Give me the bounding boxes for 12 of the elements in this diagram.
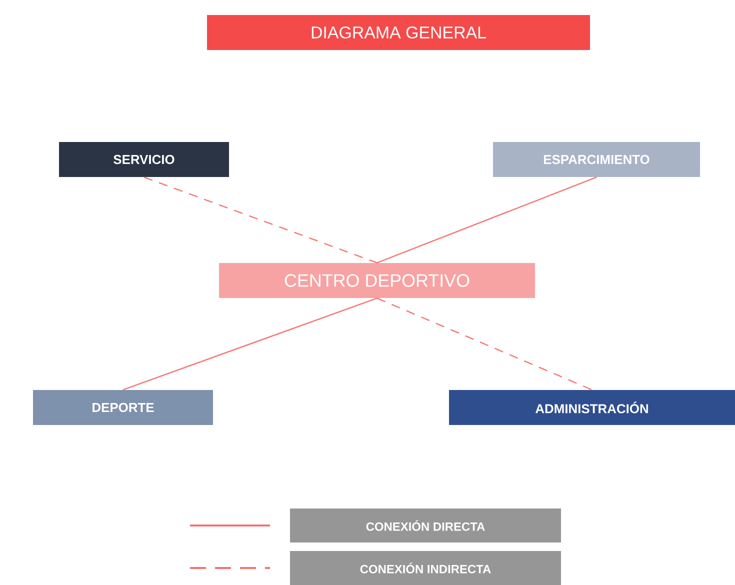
legend-box: CONEXIÓN DIRECTA xyxy=(290,508,561,542)
connector-line xyxy=(376,176,597,264)
category-box: SERVICIO xyxy=(59,142,229,177)
connector-line xyxy=(122,298,378,390)
legend-box: CONEXIÓN INDIRECTA xyxy=(290,551,561,585)
category-box: DEPORTE xyxy=(33,390,213,425)
dashed-line xyxy=(144,176,378,264)
title-banner: DIAGRAMA GENERAL xyxy=(207,15,590,50)
category-box: ESPARCIMIENTO xyxy=(493,142,700,177)
dashed-line xyxy=(376,298,592,390)
category-box: CENTRO DEPORTIVO xyxy=(219,263,535,298)
category-box: ADMINISTRACIÓN xyxy=(449,390,735,425)
